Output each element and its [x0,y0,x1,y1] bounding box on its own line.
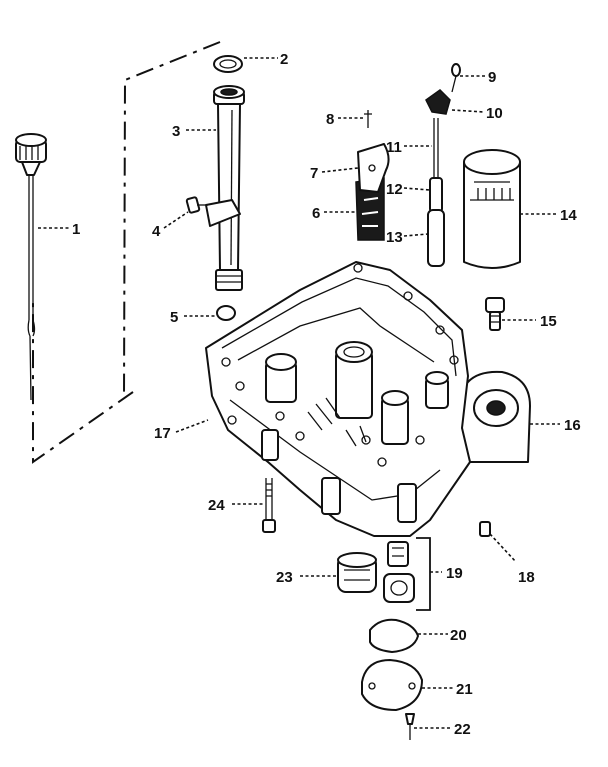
small-plug [479,521,491,537]
tube-bracket-screw [185,196,208,214]
callout-16: 16 [564,417,581,434]
callout-3: 3 [172,123,180,140]
leader-4 [163,211,189,229]
drain-plug [485,297,505,331]
leader-17 [175,419,209,433]
pump-cover [361,659,423,711]
part-19-bracket [416,537,431,611]
oil-pan [205,261,471,537]
callout-23: 23 [276,569,293,586]
part-8-pin [364,110,372,128]
hose [429,177,443,213]
filter-adapter [459,370,531,463]
callout-1: 1 [72,221,80,238]
callout-21: 21 [456,681,473,698]
fitting [425,89,451,115]
callout-9: 9 [488,69,496,86]
callout-12: 12 [386,181,403,198]
callout-10: 10 [486,105,503,122]
callout-20: 20 [450,627,467,644]
callout-2: 2 [280,51,288,68]
callout-5: 5 [170,309,178,326]
callout-22: 22 [454,721,471,738]
pump-gears [383,541,415,603]
bolt [262,478,276,533]
callout-24: 24 [208,497,225,514]
sleeve [427,209,445,267]
leader-10 [451,109,485,113]
callout-11: 11 [386,139,402,156]
callout-7: 7 [310,165,318,182]
gasket [369,618,419,653]
callout-18: 18 [518,569,535,586]
dipstick-tube [205,85,245,291]
callout-19: 19 [446,565,463,582]
callout-13: 13 [386,229,403,246]
callout-8: 8 [326,111,334,128]
breather-plate [357,143,390,193]
callout-6: 6 [312,205,320,222]
assembly-reference-line [32,41,221,464]
callout-17: 17 [154,425,171,442]
dipstick [15,133,47,401]
leader-7 [321,167,359,173]
bushing [337,552,377,593]
leader-13 [403,233,429,237]
leader-12 [403,187,431,191]
callout-14: 14 [560,207,577,224]
callout-4: 4 [152,223,161,240]
oil-filter [463,149,521,269]
callout-15: 15 [540,313,557,330]
tube-o-ring [213,55,243,73]
leader-18 [489,533,517,563]
cover-screw [405,713,415,740]
rod [433,118,439,180]
clip [451,63,461,93]
tube-lower-o-ring [216,305,236,321]
